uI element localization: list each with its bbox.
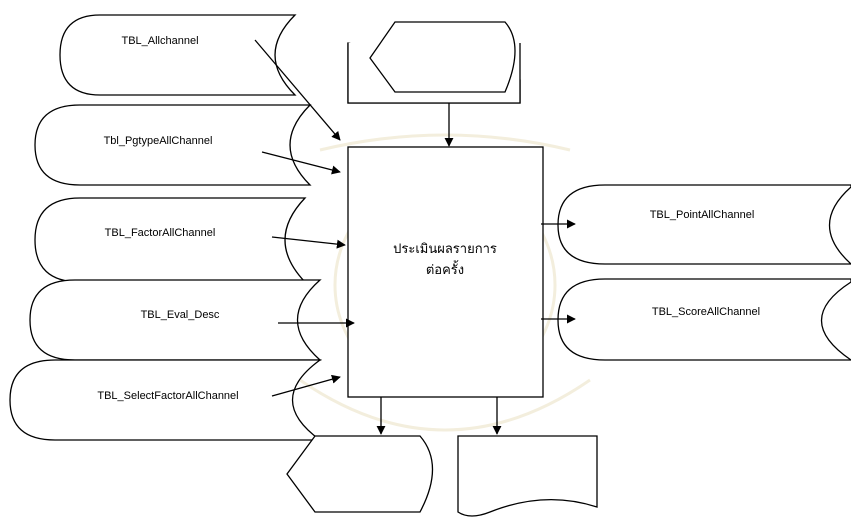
output-store-tbl-scoreallchannel: TBL_ScoreAllChannel <box>557 278 851 361</box>
store-label: TBL_FactorAllChannel <box>105 227 216 239</box>
process-box: ประเมินผลรายการ ต่อครั้ง <box>347 146 544 398</box>
process-label-line1: ประเมินผลรายการ <box>393 242 497 257</box>
bottom-left-terminal-shape <box>286 435 434 513</box>
input-store-tbl-selectfactorallchannel: TBL_SelectFactorAllChannel <box>9 359 322 441</box>
store-label: TBL_SelectFactorAllChannel <box>97 390 238 402</box>
arrow-selectfactor-to-process <box>271 374 341 397</box>
input-store-tbl-factorallchannel: TBL_FactorAllChannel <box>34 197 307 283</box>
top-source-shape <box>347 21 521 104</box>
arrow-pgtype-to-process <box>261 151 341 175</box>
arrow-allchannel-to-process <box>254 39 341 141</box>
input-store-tbl-pgtypeallchannel: Tbl_PgtypeAllChannel <box>34 104 312 186</box>
flow-arrows <box>254 39 576 435</box>
arrow-factor-to-process <box>271 236 346 249</box>
output-store-tbl-pointallchannel: TBL_PointAllChannel <box>557 184 851 265</box>
store-label: Tbl_PgtypeAllChannel <box>104 135 213 147</box>
input-store-tbl-allchannel: TBL_Allchannel <box>59 14 297 96</box>
store-label: TBL_PointAllChannel <box>650 209 755 221</box>
bottom-right-document-shape <box>457 435 598 517</box>
store-label: TBL_Allchannel <box>121 35 198 47</box>
input-store-tbl-eval-desc: TBL_Eval_Desc <box>29 279 322 361</box>
store-label: TBL_Eval_Desc <box>141 309 220 321</box>
process-label-line2: ต่อครั้ง <box>426 260 464 278</box>
store-label: TBL_ScoreAllChannel <box>652 306 760 318</box>
